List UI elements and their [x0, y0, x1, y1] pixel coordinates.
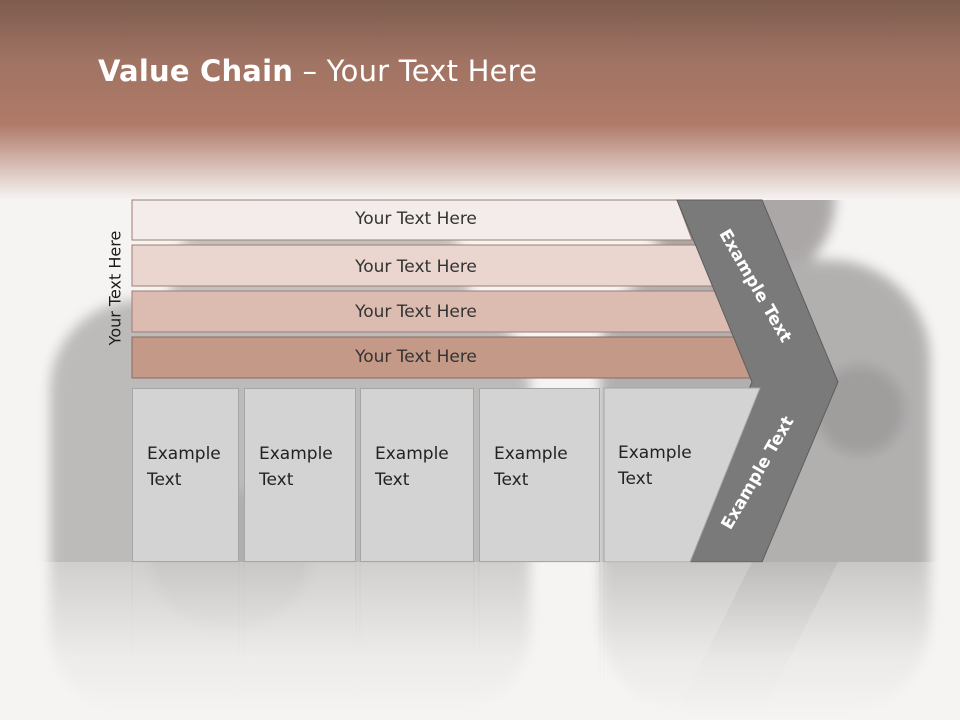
header-band [0, 0, 960, 200]
activity-box-2[interactable]: Example Text [244, 388, 356, 562]
title-bold: Value Chain [98, 54, 294, 88]
box-label: Example Text [375, 444, 449, 490]
activity-box-5[interactable]: Example Text [604, 388, 692, 562]
row-label-3: Your Text Here [355, 302, 477, 322]
box-label: Example Text [147, 444, 221, 490]
box-label: Example Text [494, 444, 568, 490]
page-title: Value Chain – Your Text Here [98, 54, 537, 88]
activity-box-1[interactable]: Example Text [132, 388, 239, 562]
row-label-1: Your Text Here [355, 209, 477, 229]
row-label-4: Your Text Here [355, 347, 477, 367]
box-label: Example Text [618, 443, 692, 489]
row-bar-1[interactable] [131, 199, 693, 241]
row-label-2: Your Text Here [355, 257, 477, 277]
reflection-fade [0, 562, 960, 720]
activity-box-4[interactable]: Example Text [479, 388, 600, 562]
box-label: Example Text [259, 444, 333, 490]
title-rest: – Your Text Here [293, 54, 538, 88]
activity-box-3[interactable]: Example Text [360, 388, 474, 562]
